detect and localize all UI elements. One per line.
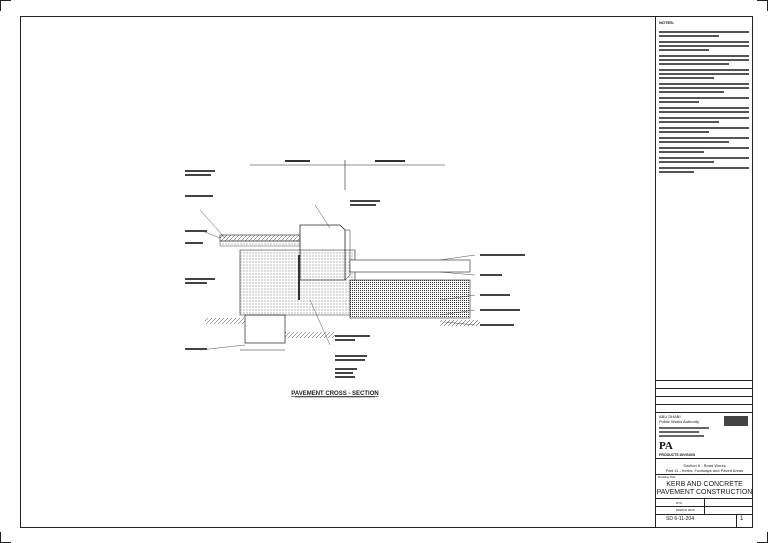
authority-logo xyxy=(724,416,748,426)
drawing-title-line-1: KERB AND CONCRETE xyxy=(666,481,743,488)
date-value: MARCH 2016 xyxy=(676,508,695,512)
org-name: ABU DHABI xyxy=(659,414,681,419)
pa-logo-sub: PRODUCTS DIVISION xyxy=(659,453,695,457)
pavement-cross-section-drawing: PAVEMENT CROSS - SECTION xyxy=(185,160,525,398)
section-line-1: Section 6 - Road Works xyxy=(683,463,726,468)
drawing-caption: PAVEMENT CROSS - SECTION xyxy=(291,391,378,397)
sheet-number: 1 xyxy=(740,516,744,522)
notes-heading: NOTES: xyxy=(659,20,675,25)
corner-mark-top-right xyxy=(757,0,768,11)
drawing-title-line-2: PAVEMENT CONSTRUCTION xyxy=(656,489,753,496)
drawing-frame xyxy=(20,16,753,528)
section-line-2: Part 11 - Kerbs, Footways and Paved Area… xyxy=(665,468,744,473)
drawing-number: SD 6-11-204 xyxy=(666,516,694,522)
scale-value: NTS xyxy=(676,501,682,505)
corner-mark-top-left xyxy=(0,0,11,11)
corner-mark-bottom-right xyxy=(757,532,768,543)
org-subname: Public Works Authority xyxy=(659,419,699,424)
title-block: NOTES: ABU DHABI Public Works Authority … xyxy=(655,16,753,528)
drawing-title-label: Drawing Title xyxy=(658,475,676,479)
pa-logo-text: PA xyxy=(659,440,673,452)
corner-mark-bottom-left xyxy=(0,532,11,543)
